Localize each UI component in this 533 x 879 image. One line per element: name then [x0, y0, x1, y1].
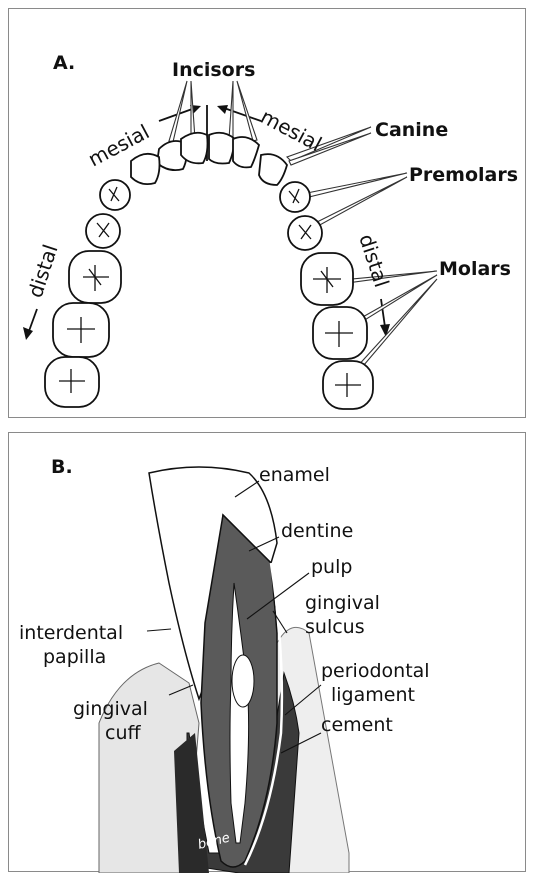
- label-gingival-sulcus-line1: gingival: [305, 592, 380, 614]
- mesial-arrow-right-head: [217, 105, 228, 114]
- label-premolars: Premolars: [409, 164, 518, 186]
- leader-interdental-papilla: [147, 629, 171, 631]
- label-gingival-cuff-line2: cuff: [105, 722, 141, 744]
- label-incisors: Incisors: [172, 59, 255, 81]
- panel-a-letter: A.: [53, 52, 75, 74]
- panel-b-letter: B.: [51, 456, 73, 478]
- tooth-canine-left: [131, 154, 160, 184]
- label-mesial-right: mesial: [257, 104, 326, 156]
- tooth-premolar-left-1: [100, 180, 130, 210]
- label-interdental-papilla-line2: papilla: [43, 646, 106, 668]
- distal-arrow-left: [29, 309, 37, 331]
- distal-arrow-left-head: [23, 327, 33, 340]
- tooth-incisor-central-right: [209, 133, 235, 164]
- distal-arrow-right: [381, 299, 385, 327]
- tooth-canine-right: [259, 154, 287, 185]
- label-canine: Canine: [375, 119, 448, 141]
- label-enamel: enamel: [259, 464, 330, 486]
- label-distal-left: distal: [23, 241, 63, 300]
- label-cement: cement: [321, 714, 393, 736]
- label-molars: Molars: [439, 258, 511, 280]
- label-gingival-cuff-line1: gingival: [73, 698, 148, 720]
- panel-b-tooth-section: B. bone enamel dent: [8, 432, 526, 872]
- label-dentine: dentine: [281, 520, 353, 542]
- incisor-pointer-4: [237, 81, 257, 141]
- tooth-incisor-central-left: [181, 133, 208, 164]
- label-pulp: pulp: [311, 556, 352, 578]
- panel-a-dental-arch: A.: [8, 8, 526, 418]
- label-interdental-papilla-line1: interdental: [19, 622, 123, 644]
- dental-arch-diagram: A.: [9, 9, 527, 419]
- tooth-molar-left-3: [45, 357, 99, 407]
- pulp-chamber: [232, 655, 254, 707]
- label-gingival-sulcus-line2: sulcus: [305, 616, 365, 638]
- tooth-incisor-lateral-right: [233, 137, 259, 167]
- tooth-section-diagram: B. bone enamel dent: [9, 433, 527, 873]
- label-periodontal-ligament-line1: periodontal: [321, 660, 430, 682]
- teeth-upper-arch: [45, 133, 373, 409]
- label-periodontal-ligament-line2: ligament: [331, 684, 415, 706]
- mesial-arrow-right: [224, 108, 261, 121]
